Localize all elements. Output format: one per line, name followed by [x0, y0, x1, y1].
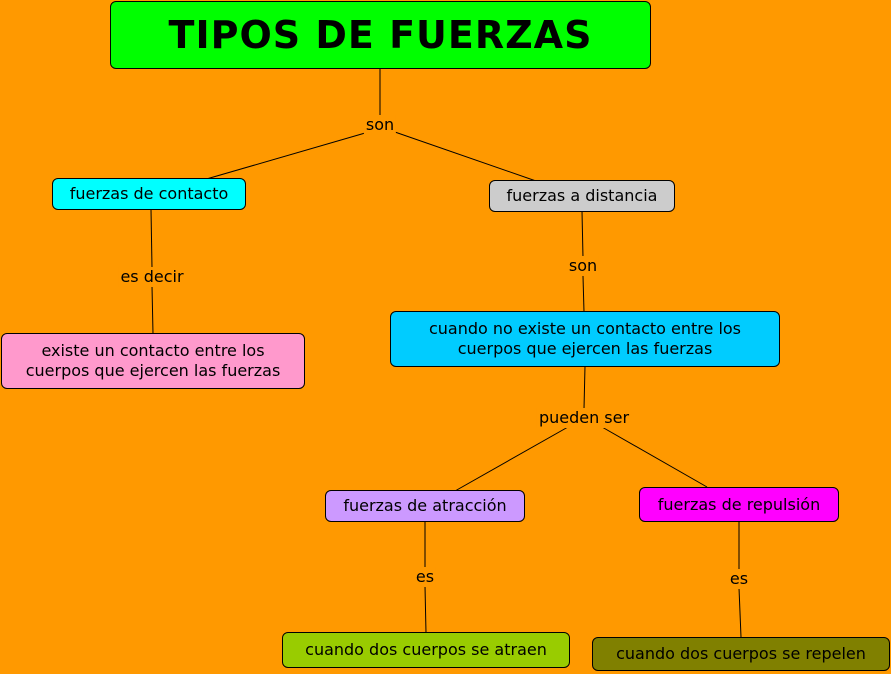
link-esdecir-def [151, 285, 154, 335]
node-distancia-definition: cuando no existe un contacto entre los c… [390, 311, 780, 367]
link-label-es-decir: es decir [118, 267, 186, 287]
link-label-pueden-ser: pueden ser [536, 408, 632, 428]
node-fuerzas-a-distancia: fuerzas a distancia [489, 180, 675, 212]
node-contacto-definition: existe un contacto entre los cuerpos que… [1, 333, 305, 389]
node-repulsion-definition: cuando dos cuerpos se repelen [592, 637, 890, 671]
link-def-pueden [583, 365, 586, 410]
link-pueden-repulsion [601, 426, 708, 488]
link-es-atraccion-def [424, 585, 427, 634]
link-label-son-distancia: son [566, 256, 600, 276]
link-son-contacto [202, 130, 373, 181]
link-label-es-atraccion: es [413, 567, 437, 587]
link-es-repulsion-def [738, 587, 742, 638]
title-node: TIPOS DE FUERZAS [110, 1, 651, 69]
node-atraccion-definition: cuando dos cuerpos se atraen [282, 632, 570, 668]
link-contacto-esdecir [150, 208, 153, 269]
node-fuerzas-de-repulsion: fuerzas de repulsión [639, 487, 839, 522]
link-distancia-son [581, 210, 584, 259]
node-fuerzas-de-contacto: fuerzas de contacto [52, 178, 246, 210]
link-son-def [582, 275, 585, 313]
link-label-son-root: son [363, 115, 397, 135]
link-label-es-repulsion: es [727, 569, 751, 589]
link-pueden-atraccion [454, 426, 569, 492]
link-son-distancia [391, 130, 537, 182]
node-fuerzas-de-atraccion: fuerzas de atracción [325, 490, 525, 522]
